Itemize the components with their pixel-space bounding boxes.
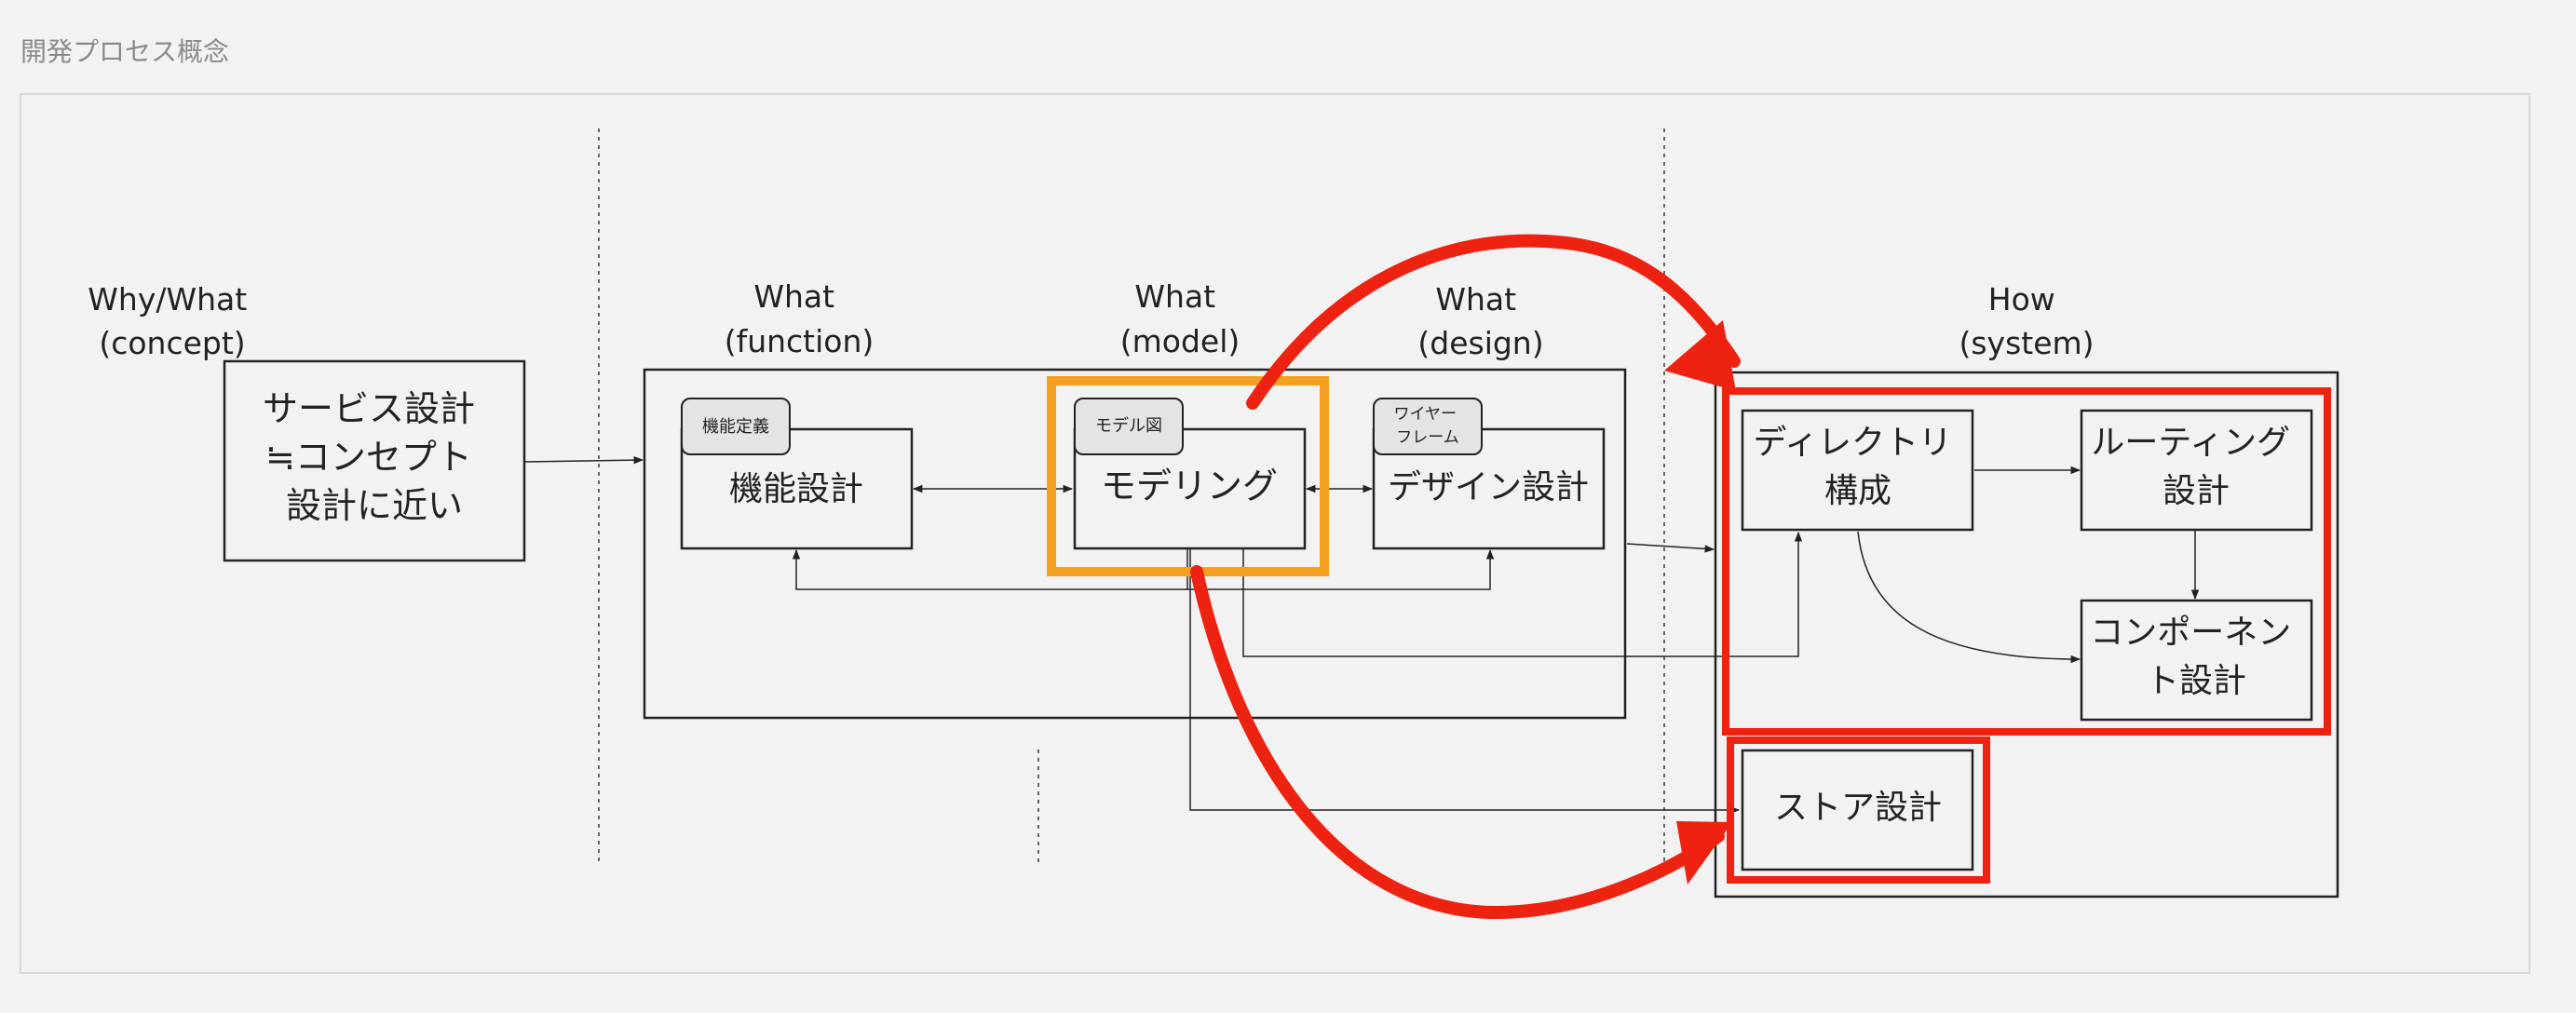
design-label: デザイン設計 [1388,468,1589,506]
system-highlight [1722,387,2331,736]
wire-tag [1373,398,1483,455]
stage-label-function: What (function) [725,278,874,359]
connector-service-to-function [523,455,644,465]
service-design-box [223,359,526,562]
connector-loop-to-design [1187,548,1495,590]
model-tag [1074,398,1184,455]
wire-tag-label: ワイヤー フレーム [1394,405,1462,447]
kinou-tag [681,398,791,455]
connector-group-to-how [1626,543,1715,553]
connector-modeling-to-directory [1242,531,1803,657]
how-group-container [1714,371,2339,898]
model-tag-label: モデル図 [1095,416,1162,436]
red-arrow-to-store [1190,565,1725,920]
red-arrow-head [1664,320,1736,391]
page-title: 開発プロセス概念 [20,36,230,67]
connector-directory-component [1857,531,2081,664]
component-box [2080,599,2313,722]
stage-label-design: What (design) [1417,281,1543,361]
kinou-tag-label: 機能定義 [702,417,769,437]
routing-box [2080,409,2313,532]
store-box [1741,749,1974,871]
component-label: コンポーネン ト設計 [2090,614,2301,700]
kinou-design-label: 機能設計 [729,470,863,508]
red-arrow-head [1676,821,1732,885]
store-label: ストア設計 [1774,789,1942,827]
service-design-label: サービス設計 ≒コンセプト 設計に近い [263,388,486,526]
stage-label-system: How (system) [1959,281,2094,361]
store-highlight [1727,736,1990,884]
directory-box [1741,409,1974,532]
stage-label-model: What (model) [1120,278,1241,359]
modeling-label: モデリング [1101,466,1278,506]
connector-modeling-to-store [1189,549,1741,815]
routing-label: ルーティング 設計 [2091,424,2300,510]
modeling-highlight [1047,376,1329,576]
red-arrow-to-system [1246,234,1741,410]
stage-label-concept: Why/What (concept) [88,281,256,361]
what-group-container [643,368,1627,720]
directory-label: ディレクトリ 構成 [1754,424,1963,510]
